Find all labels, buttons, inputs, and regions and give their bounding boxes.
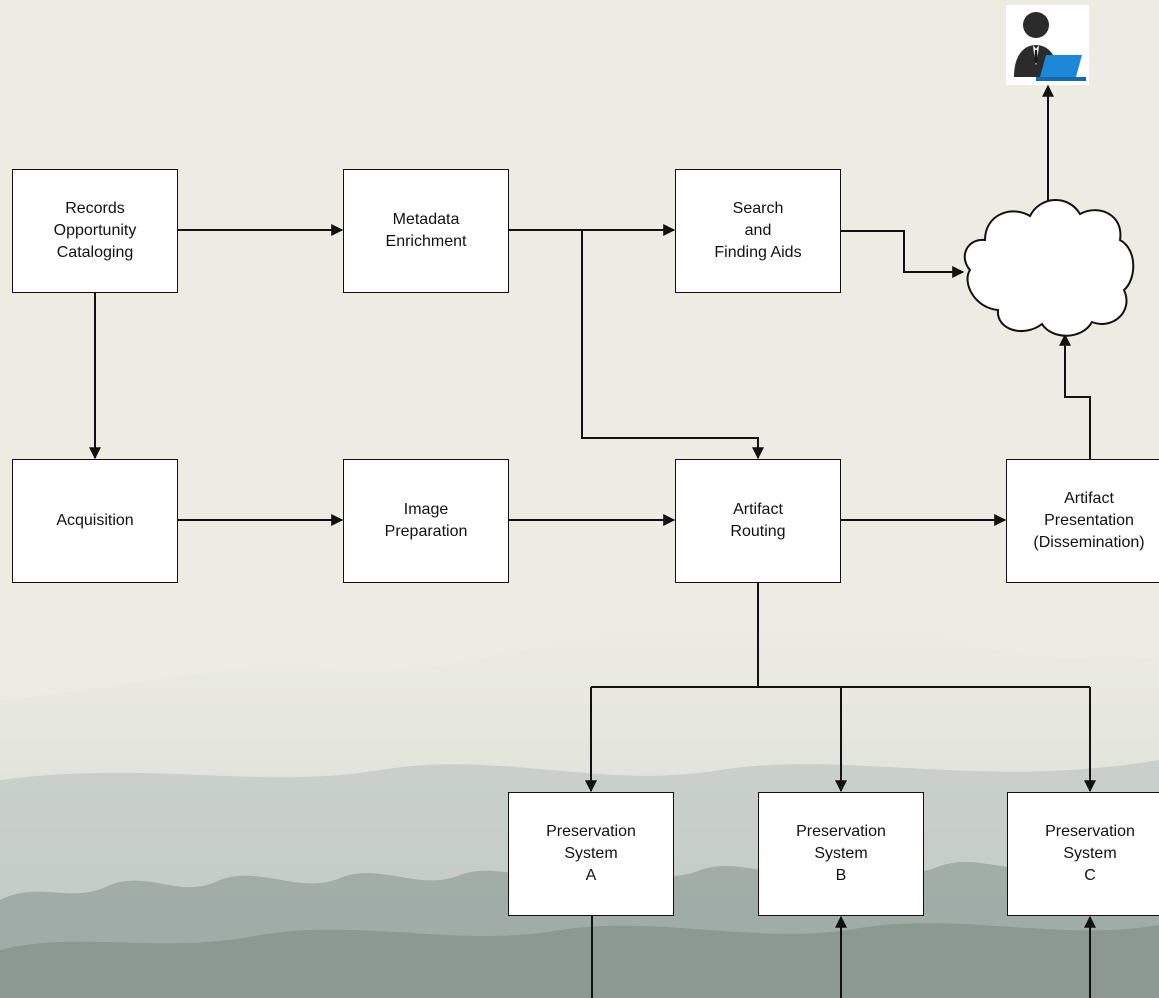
node-artifact-presentation: Artifact Presentation (Dissemination) <box>1006 459 1159 583</box>
node-label: Records Opportunity Cataloging <box>53 200 137 261</box>
node-preservation-system-a: Preservation System A <box>508 792 674 916</box>
node-preservation-system-c: Preservation System C <box>1007 792 1159 916</box>
node-label: Image Preparation <box>384 501 468 540</box>
node-label: Preservation System B <box>796 823 886 884</box>
edge-search-cloud <box>841 230 965 278</box>
node-acquisition: Acquisition <box>12 459 178 583</box>
node-preservation-system-b: Preservation System B <box>758 792 924 916</box>
node-artifact-routing: Artifact Routing <box>675 459 841 583</box>
node-label: Acquisition <box>56 512 134 529</box>
node-records-opportunity-cataloging: Records Opportunity Cataloging <box>12 169 178 293</box>
node-label: Preservation System C <box>1045 823 1135 884</box>
node-label: Artifact Presentation (Dissemination) <box>1033 490 1145 551</box>
user-laptop-icon <box>1006 5 1089 85</box>
node-label: Preservation System A <box>546 823 636 884</box>
edge-presentation-cloud <box>1059 333 1091 459</box>
edge-metadata-routing <box>581 230 764 460</box>
cloud-icon <box>963 199 1135 337</box>
node-metadata-enrichment: Metadata Enrichment <box>343 169 509 293</box>
node-label: Artifact Routing <box>730 501 786 540</box>
edge-routing-bus <box>591 583 1090 688</box>
node-label: Search and Finding Aids <box>714 200 802 261</box>
node-image-preparation: Image Preparation <box>343 459 509 583</box>
node-label: Metadata Enrichment <box>385 211 467 250</box>
node-search-finding-aids: Search and Finding Aids <box>675 169 841 293</box>
